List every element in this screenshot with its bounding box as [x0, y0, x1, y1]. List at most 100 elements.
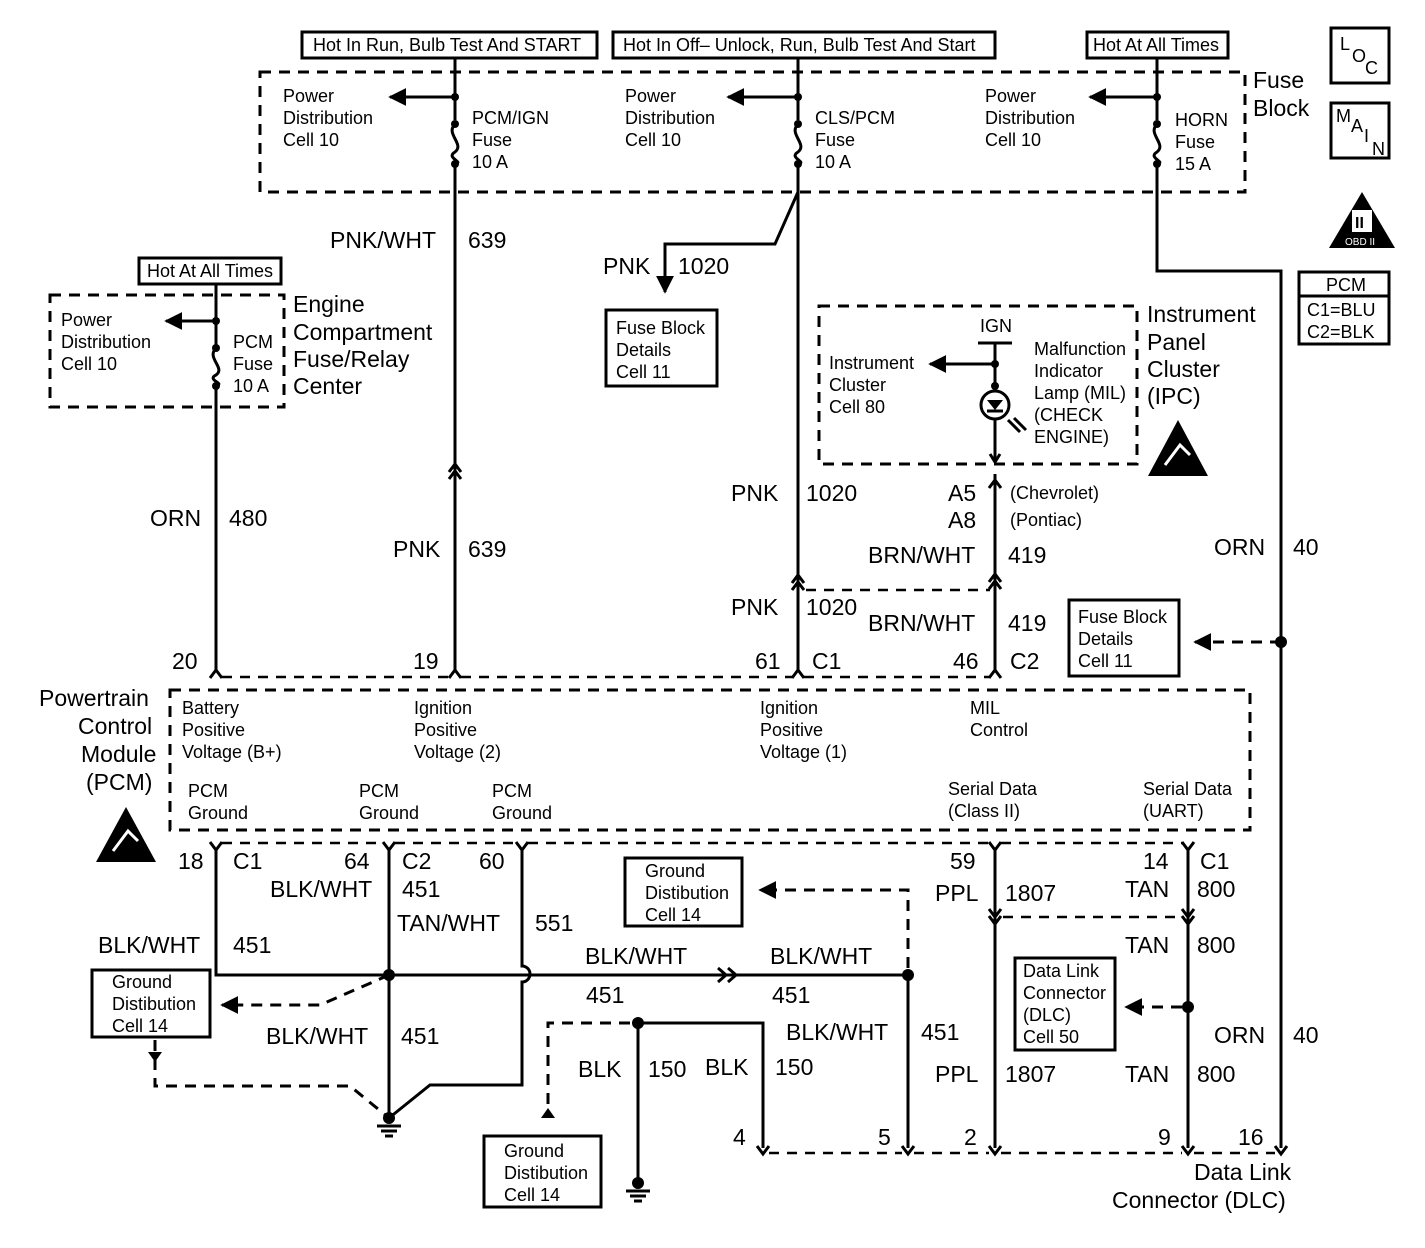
- svg-text:Serial Data: Serial Data: [948, 779, 1038, 799]
- svg-text:Compartment: Compartment: [293, 319, 433, 345]
- svg-text:Cell 50: Cell 50: [1023, 1027, 1079, 1047]
- svg-text:Cell 10: Cell 10: [985, 130, 1041, 150]
- wire-blk-150-b-num: 150: [775, 1054, 813, 1080]
- svg-text:Positive: Positive: [414, 720, 477, 740]
- svg-text:Panel: Panel: [1147, 329, 1206, 355]
- dlc-pin-2: 2: [964, 1124, 977, 1150]
- wire-blk-wht-451-e-num: 451: [772, 982, 810, 1008]
- wire-tan-wht-551-num: 551: [535, 910, 573, 936]
- ref-fuse-block-details-2[interactable]: Fuse Block Details Cell 11: [1067, 598, 1181, 678]
- ref-ground-dist-2[interactable]: Ground Distibution Cell 14: [623, 856, 744, 928]
- wire-brn-wht-419-a-color: BRN/WHT: [868, 542, 975, 568]
- pin-46: 46: [953, 648, 979, 674]
- pcm-mil-control: MIL Control: [970, 698, 1028, 740]
- svg-text:Hot At All Times: Hot At All Times: [1093, 35, 1219, 55]
- inline-connector: [447, 461, 463, 480]
- wire-ppl-1807-a-color: PPL: [935, 880, 979, 906]
- svg-text:(PCM): (PCM): [86, 769, 152, 795]
- wire-pnk-1020-mid-color: PNK: [731, 480, 779, 506]
- wire-orn-480-num: 480: [229, 505, 267, 531]
- wire-orn-480-color: ORN: [150, 505, 201, 531]
- pcm-serial-uart: Serial Data (UART): [1143, 779, 1233, 821]
- wire-blk-wht-451-b-color: BLK/WHT: [270, 876, 372, 902]
- pin-c2-bot: C2: [402, 848, 431, 874]
- wire-pnk-639-color: PNK: [393, 536, 441, 562]
- wire-tan-800-b-color: TAN: [1125, 932, 1169, 958]
- ref-ground-dist-1[interactable]: Ground Distibution Cell 14: [90, 968, 212, 1039]
- wire-tan-800-a-num: 800: [1197, 876, 1235, 902]
- svg-text:10 A: 10 A: [472, 152, 508, 172]
- svg-text:OBD II: OBD II: [1345, 237, 1375, 248]
- svg-text:Malfunction: Malfunction: [1034, 339, 1126, 359]
- pdc-mid: Power Distribution Cell 10: [625, 86, 715, 150]
- svg-text:II: II: [1355, 215, 1364, 232]
- ecfrc-fuse: PCM Fuse 10 A: [211, 332, 273, 396]
- wire-orn-40-bot-num: 40: [1293, 1022, 1319, 1048]
- svg-text:Ground: Ground: [112, 972, 172, 992]
- wire-pnk-1020-low-num: 1020: [806, 594, 857, 620]
- dlc-pin-5: 5: [878, 1124, 891, 1150]
- wire-brn-wht-419-a-num: 419: [1008, 542, 1046, 568]
- fuse-block-title-2: Block: [1253, 95, 1310, 121]
- pdc-left: Power Distribution Cell 10: [283, 86, 373, 150]
- wire-blk-150-b-color: BLK: [705, 1054, 749, 1080]
- svg-text:Connector (DLC): Connector (DLC): [1112, 1187, 1286, 1213]
- pin-18: 18: [178, 848, 204, 874]
- svg-text:Ground: Ground: [504, 1141, 564, 1161]
- svg-text:Indicator: Indicator: [1034, 361, 1103, 381]
- wire-pnk-1020-low-color: PNK: [731, 594, 779, 620]
- ref-dlc-cell[interactable]: Data Link Connector (DLC) Cell 50: [1013, 956, 1117, 1052]
- svg-text:10 A: 10 A: [815, 152, 851, 172]
- fuse-horn: HORN Fuse 15 A: [1152, 110, 1228, 174]
- svg-text:Data Link: Data Link: [1194, 1159, 1292, 1185]
- inline-connector: [717, 966, 739, 984]
- main-icon: M A I N: [1329, 101, 1391, 160]
- esd-icon-ipc: [1148, 420, 1208, 476]
- svg-text:HORN: HORN: [1175, 110, 1228, 130]
- svg-text:Voltage (1): Voltage (1): [760, 742, 847, 762]
- pin-59: 59: [950, 848, 976, 874]
- svg-text:Cell 10: Cell 10: [625, 130, 681, 150]
- mil-lamp-icon: [979, 382, 1028, 465]
- svg-text:Module: Module: [81, 741, 156, 767]
- svg-text:Distribution: Distribution: [985, 108, 1075, 128]
- wire-ppl-1807-a-num: 1807: [1005, 880, 1056, 906]
- inline-connector: [987, 908, 1003, 927]
- svg-text:Cell 11: Cell 11: [616, 362, 671, 382]
- svg-text:N: N: [1372, 139, 1385, 159]
- mil-label: Malfunction Indicator Lamp (MIL) (CHECK …: [1034, 339, 1126, 447]
- svg-text:Ignition: Ignition: [414, 698, 472, 718]
- svg-text:(IPC): (IPC): [1147, 383, 1201, 409]
- svg-text:Serial Data: Serial Data: [1143, 779, 1233, 799]
- fuse-block-title-1: Fuse: [1253, 67, 1304, 93]
- svg-text:Hot At All Times: Hot At All Times: [147, 261, 273, 281]
- wire-pnk-1020-top-num: 1020: [678, 253, 729, 279]
- inline-connector: [987, 477, 1003, 590]
- svg-text:PCM: PCM: [233, 332, 273, 352]
- svg-text:Control: Control: [970, 720, 1028, 740]
- pcm-serial-class2: Serial Data (Class II): [948, 779, 1038, 821]
- svg-text:Cell 10: Cell 10: [61, 354, 117, 374]
- fuse-block-outline: [258, 70, 1247, 194]
- wire-blk-wht-451-c-color: BLK/WHT: [266, 1023, 368, 1049]
- svg-text:Cluster: Cluster: [1147, 356, 1220, 382]
- svg-text:Ignition: Ignition: [760, 698, 818, 718]
- svg-text:Distibution: Distibution: [645, 883, 729, 903]
- svg-text:Cell 10: Cell 10: [283, 130, 339, 150]
- dlc-pin-4: 4: [733, 1124, 746, 1150]
- ref-ground-dist-3[interactable]: Ground Distibution Cell 14: [482, 1134, 603, 1209]
- fuse-pcm-ign: PCM/IGN Fuse 10 A: [450, 108, 549, 172]
- svg-text:Control: Control: [78, 713, 152, 739]
- ipc-pontiac: (Pontiac): [1010, 510, 1082, 530]
- dlc-pin-16: 16: [1238, 1124, 1264, 1150]
- ref-fuse-block-details-1[interactable]: Fuse Block Details Cell 11: [604, 308, 719, 388]
- svg-text:10 A: 10 A: [233, 376, 269, 396]
- svg-text:PCM: PCM: [359, 781, 399, 801]
- svg-text:Cell 14: Cell 14: [645, 905, 701, 925]
- wire-orn-40-top-num: 40: [1293, 534, 1319, 560]
- wire-orn-40-bot-color: ORN: [1214, 1022, 1265, 1048]
- svg-text:Power: Power: [61, 310, 112, 330]
- wire-blk-wht-451-d-num: 451: [586, 982, 624, 1008]
- svg-text:Distribution: Distribution: [61, 332, 151, 352]
- fuse-cls-pcm: CLS/PCM Fuse 10 A: [793, 108, 895, 172]
